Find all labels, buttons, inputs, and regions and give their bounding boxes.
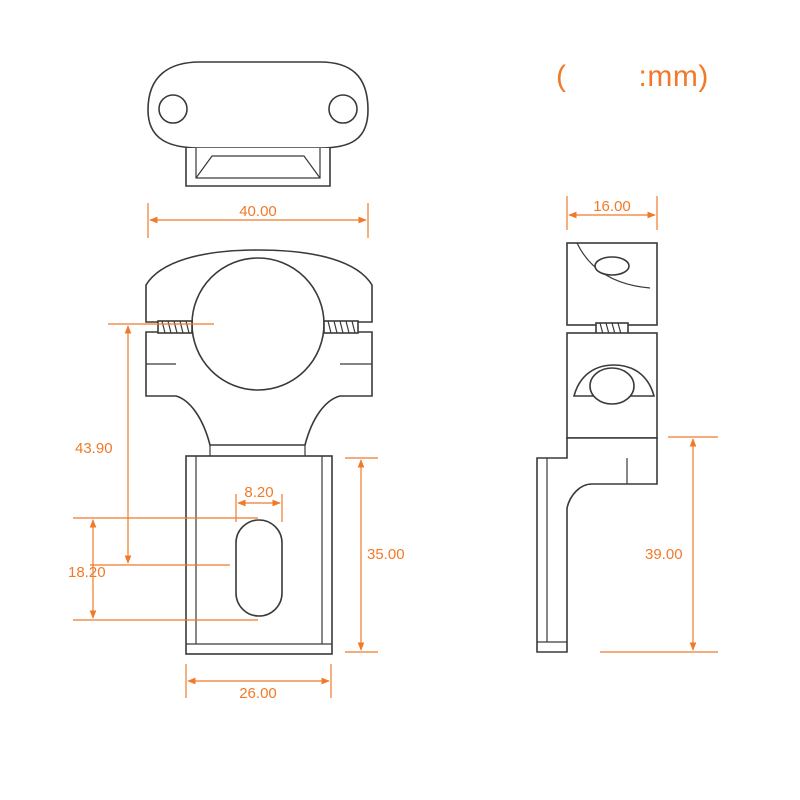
side-bore-hole	[589, 367, 635, 405]
dim-plate-width-label: 26.00	[239, 685, 277, 702]
cap-hole-left	[158, 94, 188, 124]
top-view-cap	[147, 61, 369, 187]
dim-slot-length-label: 18.20	[68, 564, 106, 581]
dim-slot-width-label: 8.20	[244, 484, 273, 501]
dimension-side-width: 16.00	[566, 196, 658, 230]
unit-label: ( :mm)	[556, 60, 709, 94]
dimension-slot-length: 18.20	[68, 517, 258, 621]
dimension-total-height: 43.90	[75, 323, 230, 566]
mounting-slot	[235, 519, 283, 617]
cap-inner-frame	[195, 148, 321, 179]
side-upper-block	[566, 242, 658, 326]
screw-left	[157, 320, 193, 334]
dimension-side-height: 39.00	[600, 436, 718, 653]
dim-side-height-label: 39.00	[645, 546, 683, 563]
cap-hole-right	[328, 94, 358, 124]
dim-plate-height-label: 35.00	[367, 546, 405, 563]
dim-side-width-label: 16.00	[593, 198, 631, 215]
dimension-slot-width: 8.20	[235, 484, 283, 522]
cap-inner-bevel	[195, 155, 321, 179]
dimension-plate-width: 26.00	[185, 664, 332, 702]
unit-open-paren: (	[556, 60, 567, 93]
side-bracket	[536, 437, 658, 653]
dim-top-width-label: 40.00	[239, 203, 277, 220]
front-view	[145, 249, 373, 655]
cap-lower-frame	[185, 148, 331, 187]
side-view	[536, 242, 658, 653]
cap-outline	[147, 61, 369, 149]
screw-right	[323, 320, 359, 334]
dim-total-height-label: 43.90	[75, 440, 113, 457]
dimension-plate-height: 35.00	[345, 457, 405, 653]
unit-text: :mm)	[638, 60, 709, 93]
side-top-hole	[594, 256, 630, 276]
dimension-top-width: 40.00	[147, 203, 369, 238]
